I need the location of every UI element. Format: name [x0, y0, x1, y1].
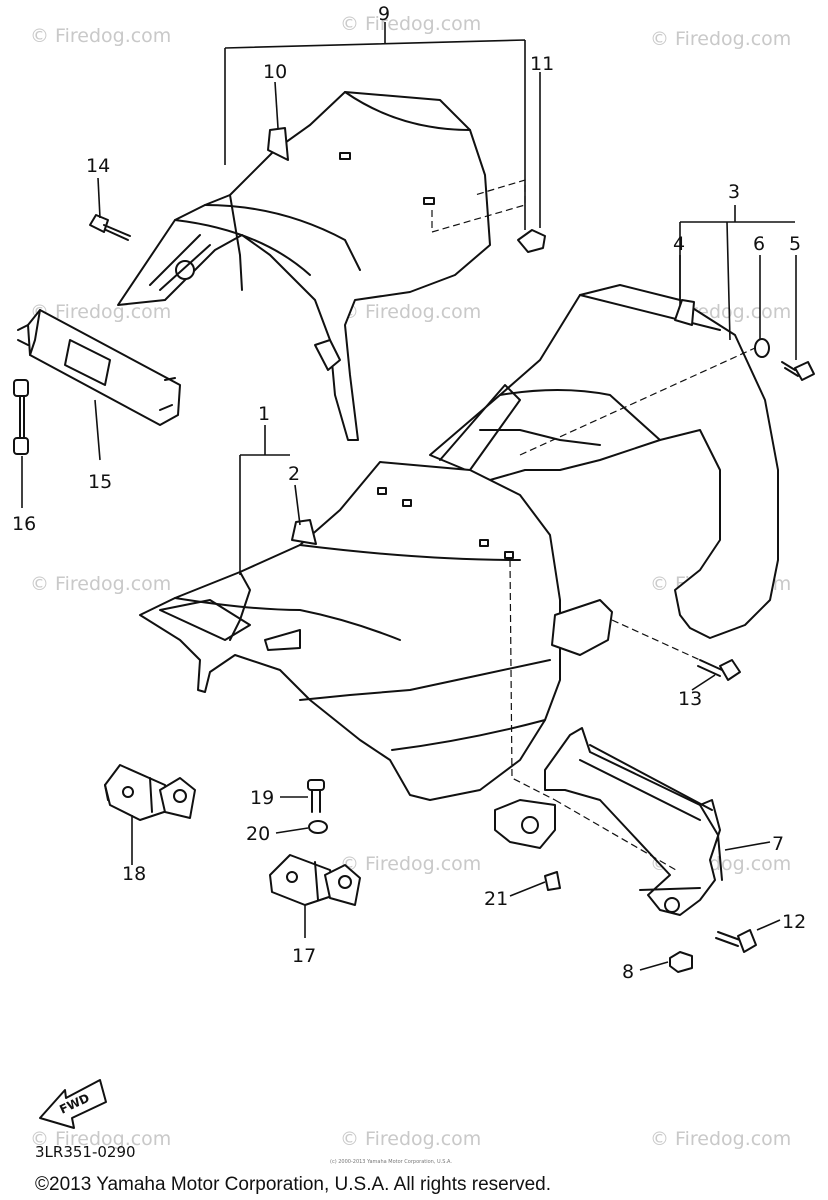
callout-1: 1	[258, 403, 270, 425]
cowl-hook-part-4[interactable]	[674, 299, 695, 326]
callout-11: 11	[530, 53, 554, 75]
watermark: © Firedog.com	[650, 28, 791, 50]
watermark: © Firedog.com	[30, 25, 171, 47]
callout-17: 17	[292, 945, 316, 967]
watermark: © Firedog.com	[340, 13, 481, 35]
watermark: © Firedog.com	[340, 301, 481, 323]
bolt-part-13[interactable]	[697, 659, 741, 681]
callout-9: 9	[378, 3, 390, 25]
lock-part-18[interactable]	[104, 764, 196, 821]
watermark: © Firedog.com	[340, 853, 481, 875]
frame-bracket-part-7[interactable]	[494, 727, 723, 916]
callout-19: 19	[250, 787, 274, 809]
callout-10: 10	[263, 61, 287, 83]
washer-part-20[interactable]	[308, 820, 328, 834]
front-seat-part-1[interactable]	[139, 461, 613, 801]
callout-21: 21	[484, 888, 508, 910]
screw-part-5[interactable]	[781, 361, 815, 381]
strap-part-16[interactable]	[13, 379, 29, 455]
grommet-part-11[interactable]	[517, 229, 546, 253]
callout-13: 13	[678, 688, 702, 710]
callout-2: 2	[288, 463, 300, 485]
callout-3: 3	[728, 181, 740, 203]
diagram-code: 3LR351-0290	[35, 1143, 136, 1161]
watermark: © Firedog.com	[340, 1128, 481, 1150]
callout-6: 6	[753, 233, 765, 255]
callout-14: 14	[86, 155, 110, 177]
watermark: © Firedog.com	[650, 1128, 791, 1150]
fwd-arrow-icon: FWD	[39, 1079, 107, 1129]
rear-seat-part-9[interactable]	[117, 91, 491, 441]
seat-hook-part-10[interactable]	[267, 127, 289, 161]
callout-20: 20	[246, 823, 270, 845]
leader-lines	[21, 22, 797, 971]
washer-part-6[interactable]	[754, 338, 770, 358]
callout-numbers: 9 10 11 14 3 4 6 5 1 2 15 16 13 19 20 18…	[12, 3, 806, 983]
watermark: © Firedog.com	[30, 301, 171, 323]
callout-12: 12	[782, 911, 806, 933]
damper-part-21[interactable]	[544, 871, 561, 891]
callout-16: 16	[12, 513, 36, 535]
callout-7: 7	[772, 833, 784, 855]
callout-18: 18	[122, 863, 146, 885]
seat-hook-part-2[interactable]	[291, 519, 317, 545]
cap-part-8[interactable]	[669, 951, 693, 973]
watermark: © Firedog.com	[30, 573, 171, 595]
screw-part-19[interactable]	[307, 779, 325, 813]
bolt-part-12[interactable]	[715, 929, 757, 953]
callout-8: 8	[622, 961, 634, 983]
bracket-part-15[interactable]	[17, 309, 181, 426]
callout-5: 5	[789, 233, 801, 255]
seat-cowl-part-3[interactable]	[429, 284, 779, 639]
fine-print: (c) 2000-2013 Yamaha Motor Corporation, …	[330, 1159, 452, 1165]
callout-4: 4	[673, 233, 685, 255]
callout-15: 15	[88, 471, 112, 493]
lock-part-17[interactable]	[269, 854, 361, 906]
watermark: © Firedog.com	[30, 1128, 171, 1150]
bolt-part-14[interactable]	[89, 214, 131, 241]
copyright-footer: ©2013 Yamaha Motor Corporation, U.S.A. A…	[35, 1174, 551, 1195]
